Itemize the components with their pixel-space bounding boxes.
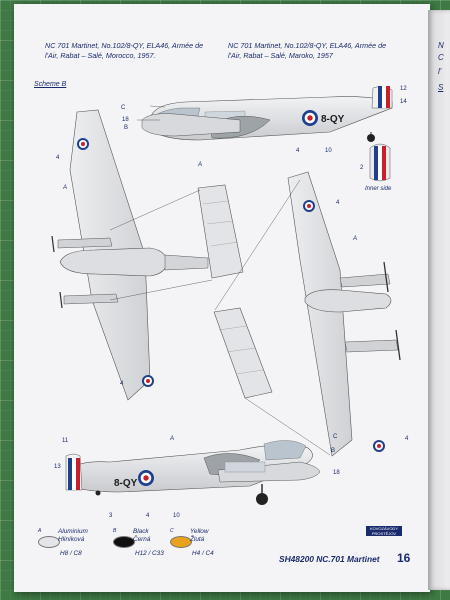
fin-flash-blue [378,86,382,108]
tailplane-left [197,184,244,279]
edge-letter: N [438,41,444,50]
callout-label: C [121,105,126,111]
roundel [142,375,154,387]
legend-black: B Black Černá H12 / C33 [113,528,164,557]
callout-label: 18 [333,470,340,476]
callout-label: 18 [122,117,129,123]
roundel [302,110,318,126]
legend-codes: H12 / C33 [135,550,164,557]
callout-label: 4 [56,155,60,161]
callout-label: 12 [400,86,407,92]
roundel [77,138,89,150]
legend-swatch [113,536,135,548]
legend-codes: H8 / C8 [60,550,82,557]
legend-name-en: Black [133,528,149,535]
callout-label: 10 [173,513,180,519]
callout-label: 11 [62,438,69,444]
tail-wheel [367,134,375,142]
legend-name-cz: Žlutá [190,536,205,543]
edge-letter: C [438,53,444,62]
roundel [138,470,154,486]
callout-label: 4 [146,513,150,519]
legend-tag: C [170,528,174,534]
legend-tag: B [113,528,117,534]
legend-name-en: Yellow [190,528,209,535]
callout-label: A [197,162,202,168]
legend-name-en: Aluminium [58,528,88,535]
scheme-label: Scheme B [34,81,67,88]
callout-label: 14 [400,99,407,105]
next-page-edge: N C l' S [428,10,450,590]
callout-label: B [331,448,335,454]
edge-letter: S [438,83,444,92]
callout-label: A [352,236,357,242]
callout-label: 3 [109,513,113,519]
legend-yellow: C Yellow Žlutá H4 / C4 [170,528,214,557]
legend-tag: A [38,528,42,534]
aircraft-code-bottom: 8-QY [114,478,138,489]
planform-right [213,171,401,457]
fin-flash-white [382,86,386,108]
caption-english: NC 701 Martinet, No.102/8-QY, ELA46, Arm… [45,41,204,60]
legend-aluminium: A Aluminium Hliníková H8 / C8 [38,528,88,557]
aircraft-code-top: 8-QY [321,114,345,125]
caption-czech: NC 701 Martinet, No.102/8-QY, ELA46, Arm… [228,41,387,60]
page-number: 16 [397,551,411,565]
engine-nacelle [141,113,241,137]
rudder-inner-side: Inner side [365,143,392,192]
callout-label: A [169,436,174,442]
callout-label: B [124,125,128,131]
publisher-logo: KOVOZÁVODY PROSTĚJOV [366,526,402,536]
callout-label: 2 [360,165,364,171]
engine-nacelle [217,461,321,483]
side-view-bottom: 8-QY [65,440,321,505]
leader-lines [109,105,331,456]
callout-label: 4 [120,381,124,387]
callout-label: 4 [296,148,300,154]
planform-left [51,109,244,401]
roundel [373,440,385,452]
fin-flash-red [386,86,390,108]
callout-label: A [62,185,67,191]
callout-label: 4 [405,436,409,442]
main-wheel [256,493,268,505]
legend-name-cz: Černá [133,536,151,543]
roundel [303,200,315,212]
callout-label: 13 [54,464,61,470]
legend-swatch [170,536,192,548]
inner-side-label: Inner side [365,186,392,192]
product-title: SH48200 NC.701 Martinet [279,554,380,564]
tailplane-right [213,307,273,399]
callout-label: 4 [336,200,340,206]
legend-swatch [38,536,60,548]
callout-label: 10 [325,148,332,154]
legend-name-cz: Hliníková [58,536,85,543]
edge-letter: l' [438,67,442,76]
side-view-top: 8-QY [141,86,393,142]
callout-label: C [333,434,338,440]
legend-codes: H4 / C4 [192,550,214,557]
